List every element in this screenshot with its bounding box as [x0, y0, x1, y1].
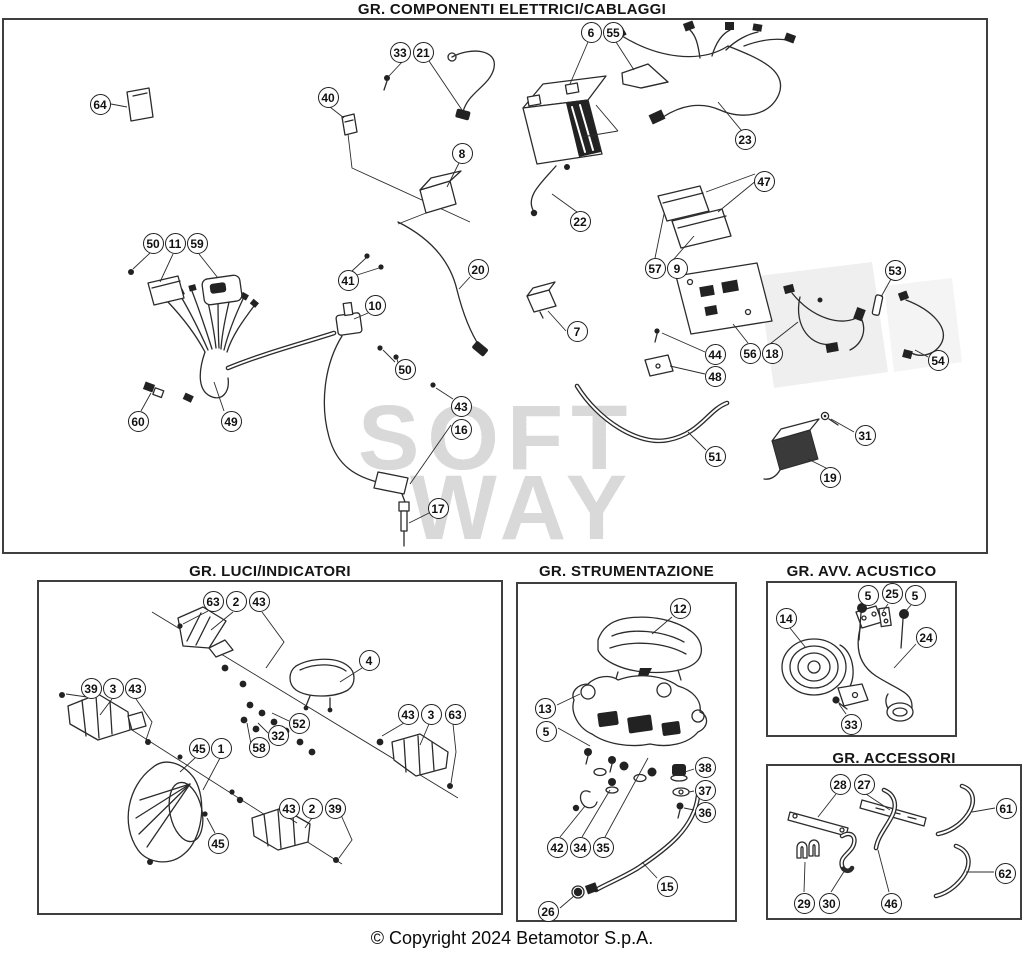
- callout-27: 27: [853, 773, 875, 795]
- callout-29: 29: [793, 892, 815, 914]
- callout-51: 51: [704, 445, 726, 467]
- scan-shadow: [758, 262, 888, 388]
- callout-60: 60: [127, 410, 149, 432]
- callout-57: 57: [644, 257, 666, 279]
- callout-35: 35: [592, 836, 614, 858]
- watermark-softway-line1: SOFT: [358, 387, 636, 489]
- callout-48: 48: [704, 365, 726, 387]
- panel-title-horn: GR. AVV. ACUSTICO: [786, 563, 937, 580]
- callout-22: 22: [569, 210, 591, 232]
- callout-4: 4: [358, 649, 380, 671]
- callout-16: 16: [450, 418, 472, 440]
- callout-45: 45: [207, 832, 229, 854]
- callout-40: 40: [317, 86, 339, 108]
- callout-10: 10: [364, 294, 386, 316]
- callout-55: 55: [602, 21, 624, 43]
- callout-59: 59: [186, 232, 208, 254]
- callout-9: 9: [666, 257, 688, 279]
- callout-3: 3: [102, 677, 124, 699]
- callout-25: 25: [881, 582, 903, 604]
- callout-63: 63: [202, 590, 224, 612]
- callout-37: 37: [694, 779, 716, 801]
- electrical-parts-sketch: [126, 20, 944, 547]
- callout-6: 6: [580, 21, 602, 43]
- callout-43: 43: [397, 703, 419, 725]
- callout-45: 45: [188, 737, 210, 759]
- callout-12: 12: [669, 597, 691, 619]
- callout-32: 32: [267, 724, 289, 746]
- callout-38: 38: [694, 756, 716, 778]
- callout-30: 30: [818, 892, 840, 914]
- callout-15: 15: [656, 875, 678, 897]
- callout-21: 21: [412, 41, 434, 63]
- callout-33: 33: [389, 41, 411, 63]
- callout-43: 43: [124, 677, 146, 699]
- callout-24: 24: [915, 626, 937, 648]
- panel-title-lights: GR. LUCI/INDICATORI: [189, 563, 351, 580]
- callout-54: 54: [927, 349, 949, 371]
- callout-28: 28: [829, 773, 851, 795]
- callout-17: 17: [427, 497, 449, 519]
- callout-19: 19: [819, 466, 841, 488]
- callout-20: 20: [467, 258, 489, 280]
- callout-56: 56: [739, 342, 761, 364]
- copyright-text: © Copyright 2024 Betamotor S.p.A.: [370, 928, 654, 948]
- callout-50: 50: [142, 232, 164, 254]
- callout-5: 5: [857, 584, 879, 606]
- callout-61: 61: [995, 797, 1017, 819]
- callout-64: 64: [89, 93, 111, 115]
- panel-title-electrical: GR. COMPONENTI ELETTRICI/CABLAGGI: [357, 1, 667, 18]
- panel-title-accessories: GR. ACCESSORI: [832, 750, 956, 767]
- callout-36: 36: [694, 801, 716, 823]
- callout-53: 53: [884, 259, 906, 281]
- instruments-leader-lines: [556, 616, 695, 909]
- panel-title-instruments: GR. STRUMENTAZIONE: [538, 563, 715, 580]
- callout-31: 31: [854, 424, 876, 446]
- callout-5: 5: [904, 584, 926, 606]
- callout-33: 33: [840, 713, 862, 735]
- callout-43: 43: [248, 590, 270, 612]
- callout-23: 23: [734, 128, 756, 150]
- callout-63: 63: [444, 703, 466, 725]
- scan-shadow: [884, 278, 962, 372]
- callout-46: 46: [880, 892, 902, 914]
- callout-39: 39: [80, 677, 102, 699]
- callout-34: 34: [569, 836, 591, 858]
- callout-42: 42: [546, 836, 568, 858]
- callout-2: 2: [225, 590, 247, 612]
- callout-26: 26: [537, 900, 559, 922]
- callout-2: 2: [301, 797, 323, 819]
- electrical-leader-lines: [110, 41, 929, 524]
- callout-7: 7: [566, 320, 588, 342]
- callout-5: 5: [535, 720, 557, 742]
- callout-58: 58: [248, 736, 270, 758]
- instruments-parts-sketch: [571, 616, 708, 899]
- lights-parts-sketch: [59, 606, 459, 865]
- callout-43: 43: [278, 797, 300, 819]
- accessories-leader-lines: [803, 793, 996, 893]
- callout-39: 39: [324, 797, 346, 819]
- callout-1: 1: [210, 737, 232, 759]
- horn-parts-sketch: [781, 603, 914, 722]
- callout-50: 50: [394, 358, 416, 380]
- callout-11: 11: [164, 232, 186, 254]
- callout-52: 52: [288, 712, 310, 734]
- callout-18: 18: [761, 342, 783, 364]
- callout-43: 43: [450, 395, 472, 417]
- callout-49: 49: [220, 410, 242, 432]
- callout-41: 41: [337, 269, 359, 291]
- callout-3: 3: [420, 703, 442, 725]
- accessories-parts-sketch: [787, 783, 976, 899]
- callout-8: 8: [451, 142, 473, 164]
- callout-13: 13: [534, 697, 556, 719]
- callout-44: 44: [704, 343, 726, 365]
- callout-47: 47: [753, 170, 775, 192]
- callout-14: 14: [775, 607, 797, 629]
- callout-62: 62: [994, 862, 1016, 884]
